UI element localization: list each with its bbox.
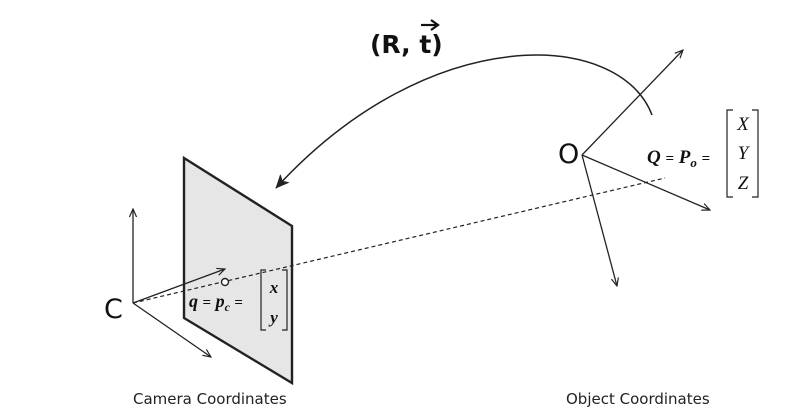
transform-label: (R, t) — [370, 30, 443, 59]
svg-text:Q = Po =: Q = Po = — [647, 147, 710, 172]
transform-arrow — [275, 54, 653, 188]
image-vector-y: y — [268, 308, 278, 327]
vector-arrow-icon — [421, 19, 440, 31]
object-vector-Y: Y — [738, 143, 751, 164]
object-point-eq1: = — [665, 151, 674, 167]
camera-axis-forward — [132, 269, 225, 304]
camera-axis-right — [132, 302, 211, 357]
object-vector-Z: Z — [738, 173, 749, 194]
transform-label-suffix: ) — [431, 30, 442, 59]
object-axis-down — [581, 154, 617, 286]
object-vector-bracket-left — [726, 109, 733, 198]
camera-center-label: C — [104, 294, 123, 325]
svg-text:q = pc =: q = pc = — [189, 291, 243, 315]
object-point-lhs: Q — [647, 147, 661, 168]
object-point-sub: o — [690, 155, 697, 170]
transform-label-prefix: (R, — [370, 30, 419, 59]
image-vector-x: x — [269, 278, 279, 297]
object-point-equation: Q = Po = X Y Z — [647, 109, 759, 198]
image-point-p: p — [214, 291, 225, 311]
image-vector-bracket-left — [260, 269, 266, 331]
object-origin-label: O — [558, 139, 579, 170]
image-plane — [182, 155, 294, 386]
object-point-p: P — [678, 147, 691, 168]
image-point-eq1: = — [203, 295, 212, 311]
object-point-eq2: = — [702, 151, 711, 167]
object-vector-X: X — [736, 114, 750, 135]
object-axis-up — [581, 50, 683, 156]
object-axis-right — [581, 154, 710, 210]
camera-caption: Camera Coordinates — [133, 390, 287, 408]
image-point-lhs: q — [189, 291, 198, 311]
object-vector-bracket-right — [752, 109, 759, 198]
object-caption: Object Coordinates — [566, 390, 710, 408]
image-vector-bracket-right — [282, 269, 288, 331]
transform-label-t: t — [419, 30, 431, 59]
image-point-sub: c — [225, 300, 231, 314]
image-point-eq2: = — [234, 295, 243, 311]
projected-point — [220, 277, 230, 287]
image-point-equation: q = pc = x y — [189, 269, 288, 331]
